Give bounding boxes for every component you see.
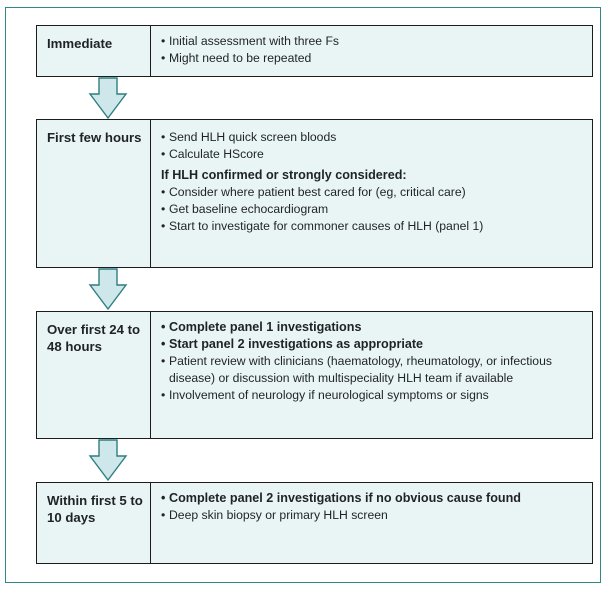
bullet-item: Calculate HScore [161, 146, 586, 163]
bullet-item-bold: Start panel 2 investigations as appropri… [161, 336, 586, 353]
bullet-item: Consider where patient best cared for (e… [161, 184, 586, 201]
stage-content: Complete panel 1 investigations Start pa… [151, 312, 592, 438]
stage-first-few-hours: First few hours Send HLH quick screen bl… [36, 119, 593, 268]
stage-content: Complete panel 2 investigations if no ob… [151, 483, 592, 563]
stage-content: Initial assessment with three Fs Might n… [151, 26, 592, 76]
stage-label: First few hours [37, 120, 151, 267]
bullet-item: Get baseline echocardiogram [161, 201, 586, 218]
stage-subheading: If HLH confirmed or strongly considered: [161, 168, 407, 182]
stage-first-5-to-10-days: Within first 5 to 10 days Complete panel… [36, 482, 593, 564]
bullet-item: Initial assessment with three Fs [161, 33, 586, 50]
bullet-item: Send HLH quick screen bloods [161, 129, 586, 146]
down-arrow-icon [88, 268, 128, 311]
stage-label: Over first 24 to 48 hours [37, 312, 151, 438]
down-arrow-icon [88, 77, 128, 120]
stage-label: Within first 5 to 10 days [37, 483, 151, 563]
bullet-item: Might need to be repeated [161, 50, 586, 67]
bullet-item-bold: Complete panel 2 investigations if no ob… [161, 490, 586, 507]
stage-label: Immediate [37, 26, 151, 76]
down-arrow-icon [88, 439, 128, 482]
bullet-item: Patient review with clinicians (haematol… [161, 353, 586, 387]
stage-immediate: Immediate Initial assessment with three … [36, 25, 593, 77]
bullet-item: Involvement of neurology if neurological… [161, 387, 586, 404]
bullet-item: Deep skin biopsy or primary HLH screen [161, 507, 586, 524]
bullet-item-bold: Complete panel 1 investigations [161, 319, 586, 336]
bullet-item: Start to investigate for commoner causes… [161, 218, 586, 235]
stage-content: Send HLH quick screen bloods Calculate H… [151, 120, 592, 267]
stage-first-24-to-48-hours: Over first 24 to 48 hours Complete panel… [36, 311, 593, 439]
diagram-frame: Immediate Initial assessment with three … [5, 7, 601, 583]
